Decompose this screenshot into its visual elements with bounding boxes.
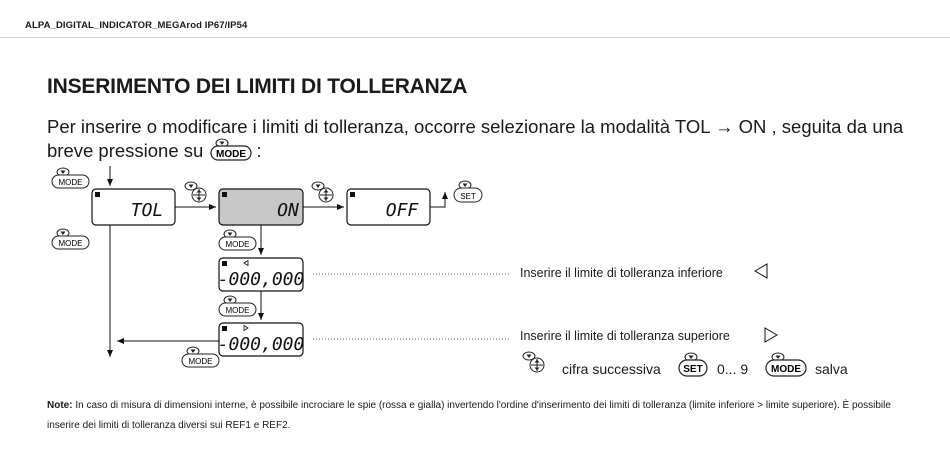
flow-arrow: [430, 192, 448, 208]
header-divider: [0, 37, 950, 38]
upper-limit-label: Inserire il limite di tolleranza superio…: [520, 329, 730, 343]
mode-button-left: MODE: [51, 228, 90, 250]
mode-button-top: MODE: [51, 167, 90, 189]
svg-text:OFF: OFF: [386, 200, 420, 221]
section-title: INSERIMENTO DEI LIMITI DI TOLLERANZA: [47, 75, 468, 98]
note-label: Note:: [47, 400, 73, 411]
lower-limit-label: Inserire il limite di tolleranza inferio…: [520, 266, 723, 280]
intro-paragraph: Per inserire o modificare i limiti di to…: [47, 116, 927, 165]
note-text: In caso di misura di dimensioni interne,…: [47, 400, 891, 431]
display-off: OFF: [346, 188, 431, 226]
navigate-button: [311, 181, 334, 203]
set-button: SET: [453, 180, 483, 203]
mode-button-inline: MODE: [210, 137, 254, 165]
display-tol: TOL: [91, 188, 176, 226]
svg-text:MODE: MODE: [216, 149, 246, 160]
navigate-button-legend: [522, 351, 545, 373]
svg-text:SET: SET: [460, 192, 476, 201]
svg-text:SET: SET: [683, 364, 702, 375]
note-paragraph: Note: In caso di misura di dimensioni in…: [47, 396, 917, 436]
mode-button-legend: MODE: [765, 352, 807, 377]
mode-button: MODE: [218, 295, 257, 317]
svg-text:MODE: MODE: [226, 306, 250, 315]
svg-text:MODE: MODE: [59, 178, 83, 187]
legend-save: salva: [815, 361, 848, 377]
mode-button: MODE: [218, 229, 257, 251]
triangle-right-icon: [764, 327, 778, 343]
svg-text:-000,000: -000,000: [218, 269, 305, 290]
svg-text:-000,000: -000,000: [218, 334, 305, 355]
svg-text:MODE: MODE: [59, 239, 83, 248]
intro-text: Per inserire o modificare i limiti di to…: [47, 116, 904, 161]
legend-digits: 0... 9: [717, 361, 749, 377]
mode-button: MODE: [181, 346, 220, 368]
svg-text:MODE: MODE: [189, 357, 213, 366]
display-on: ON: [218, 188, 304, 226]
svg-text:MODE: MODE: [226, 240, 250, 249]
legend-next-digit: cifra successiva: [562, 361, 661, 377]
intro-colon: :: [256, 140, 262, 161]
svg-text:MODE: MODE: [771, 364, 801, 375]
svg-text:ON: ON: [277, 200, 299, 221]
display-upper-limit: -000,000: [218, 322, 305, 357]
set-button-legend: SET: [678, 352, 708, 377]
triangle-left-icon: [754, 263, 768, 279]
document-header: ALPA_DIGITAL_INDICATOR_MEGArod IP67/IP54: [25, 20, 248, 31]
svg-text:TOL: TOL: [131, 200, 164, 221]
display-lower-limit: -000,000: [218, 257, 305, 292]
navigate-button: [184, 181, 207, 203]
